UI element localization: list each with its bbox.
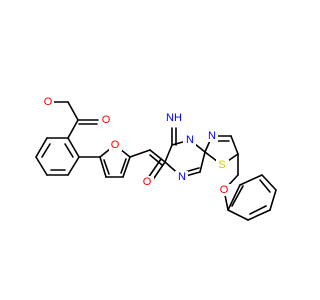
structure-svg: O O O NH O N N N S O [35, 96, 277, 221]
benzoate-ring [35, 137, 80, 176]
methyl-ester [47, 101, 99, 139]
ring-nitrogen-3-label: N [178, 171, 186, 183]
ring-sulfur-label: S [218, 159, 225, 171]
atom-labels: O O O NH O N N N S O [41, 96, 231, 196]
ether-oxygen-label: O [220, 184, 229, 196]
ketone-group [147, 158, 166, 182]
ring-nitrogen-2-label: N [208, 130, 216, 142]
furan-ring [78, 144, 131, 178]
methylidene-link [129, 149, 166, 166]
ring-nitrogen-1-label: N [186, 134, 194, 146]
ester-oxygen-label: O [44, 96, 53, 108]
imine-label: NH [166, 112, 182, 124]
molecule-diagram: O O O NH O N N N S O [35, 96, 277, 221]
imine-group [171, 127, 177, 146]
ketone-oxygen-label: O [143, 176, 152, 188]
furan-oxygen-label: O [111, 139, 120, 151]
carbonyl-oxygen-label: O [102, 114, 111, 126]
phenyl-ring [227, 174, 277, 221]
